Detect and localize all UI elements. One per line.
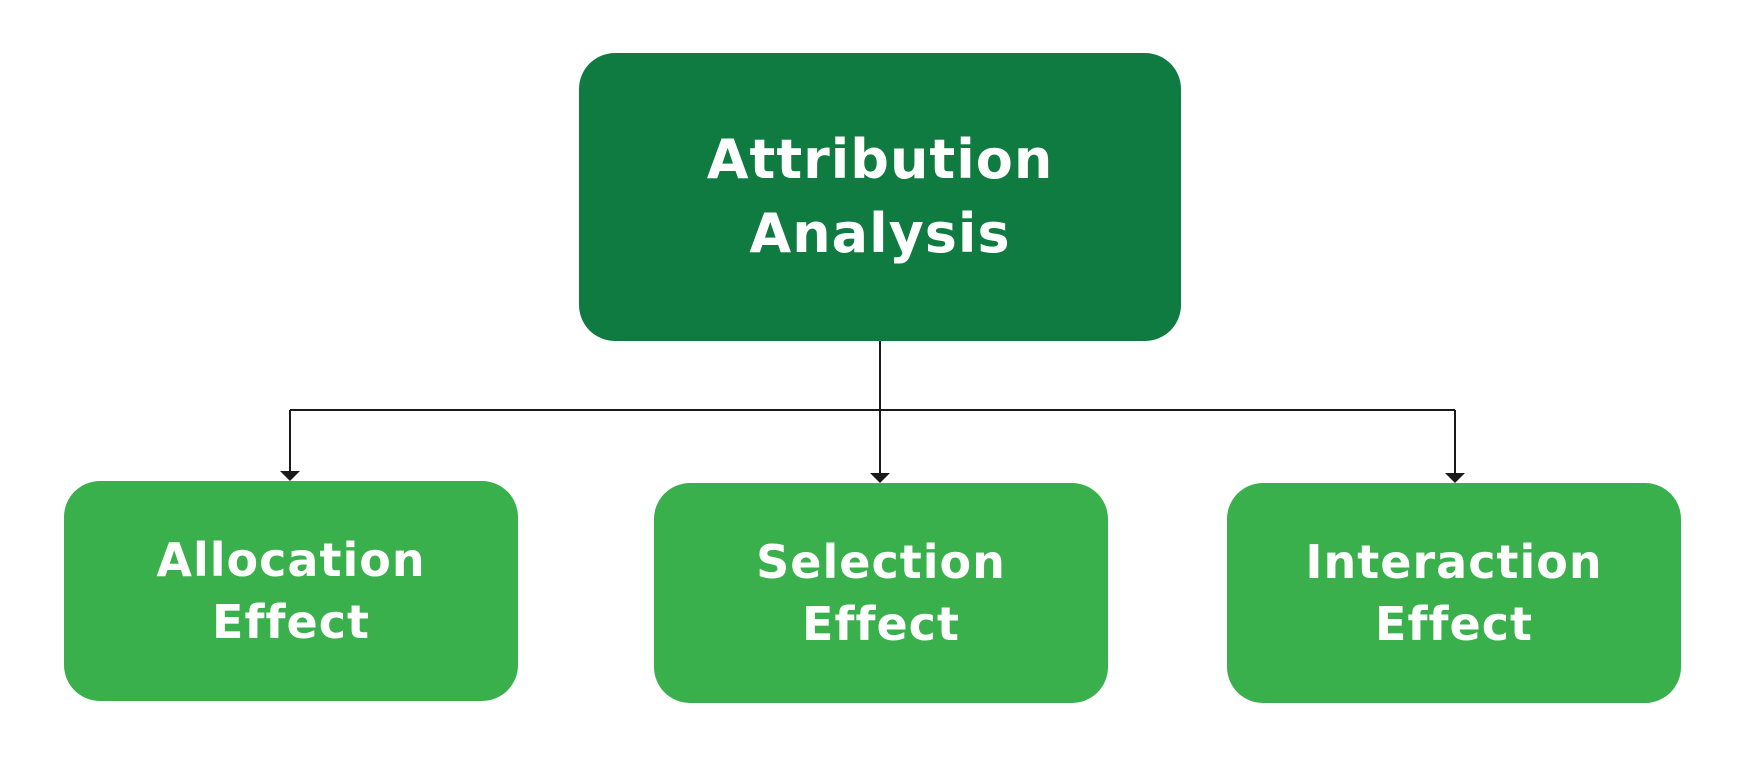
child-node-allocation-effect: Allocation Effect	[64, 481, 518, 701]
arrowhead-interaction	[1445, 473, 1465, 483]
child-node-interaction-effect: Interaction Effect	[1227, 483, 1681, 703]
child-node-label-allocation: Allocation Effect	[156, 533, 426, 649]
root-node-attribution-analysis: Attribution Analysis	[579, 53, 1181, 341]
root-node-label: Attribution Analysis	[706, 128, 1054, 265]
child-node-selection-effect: Selection Effect	[654, 483, 1108, 703]
child-node-label-selection: Selection Effect	[756, 535, 1006, 651]
arrowhead-allocation	[280, 471, 300, 481]
arrowhead-selection	[870, 473, 890, 483]
child-node-label-interaction: Interaction Effect	[1305, 535, 1603, 651]
